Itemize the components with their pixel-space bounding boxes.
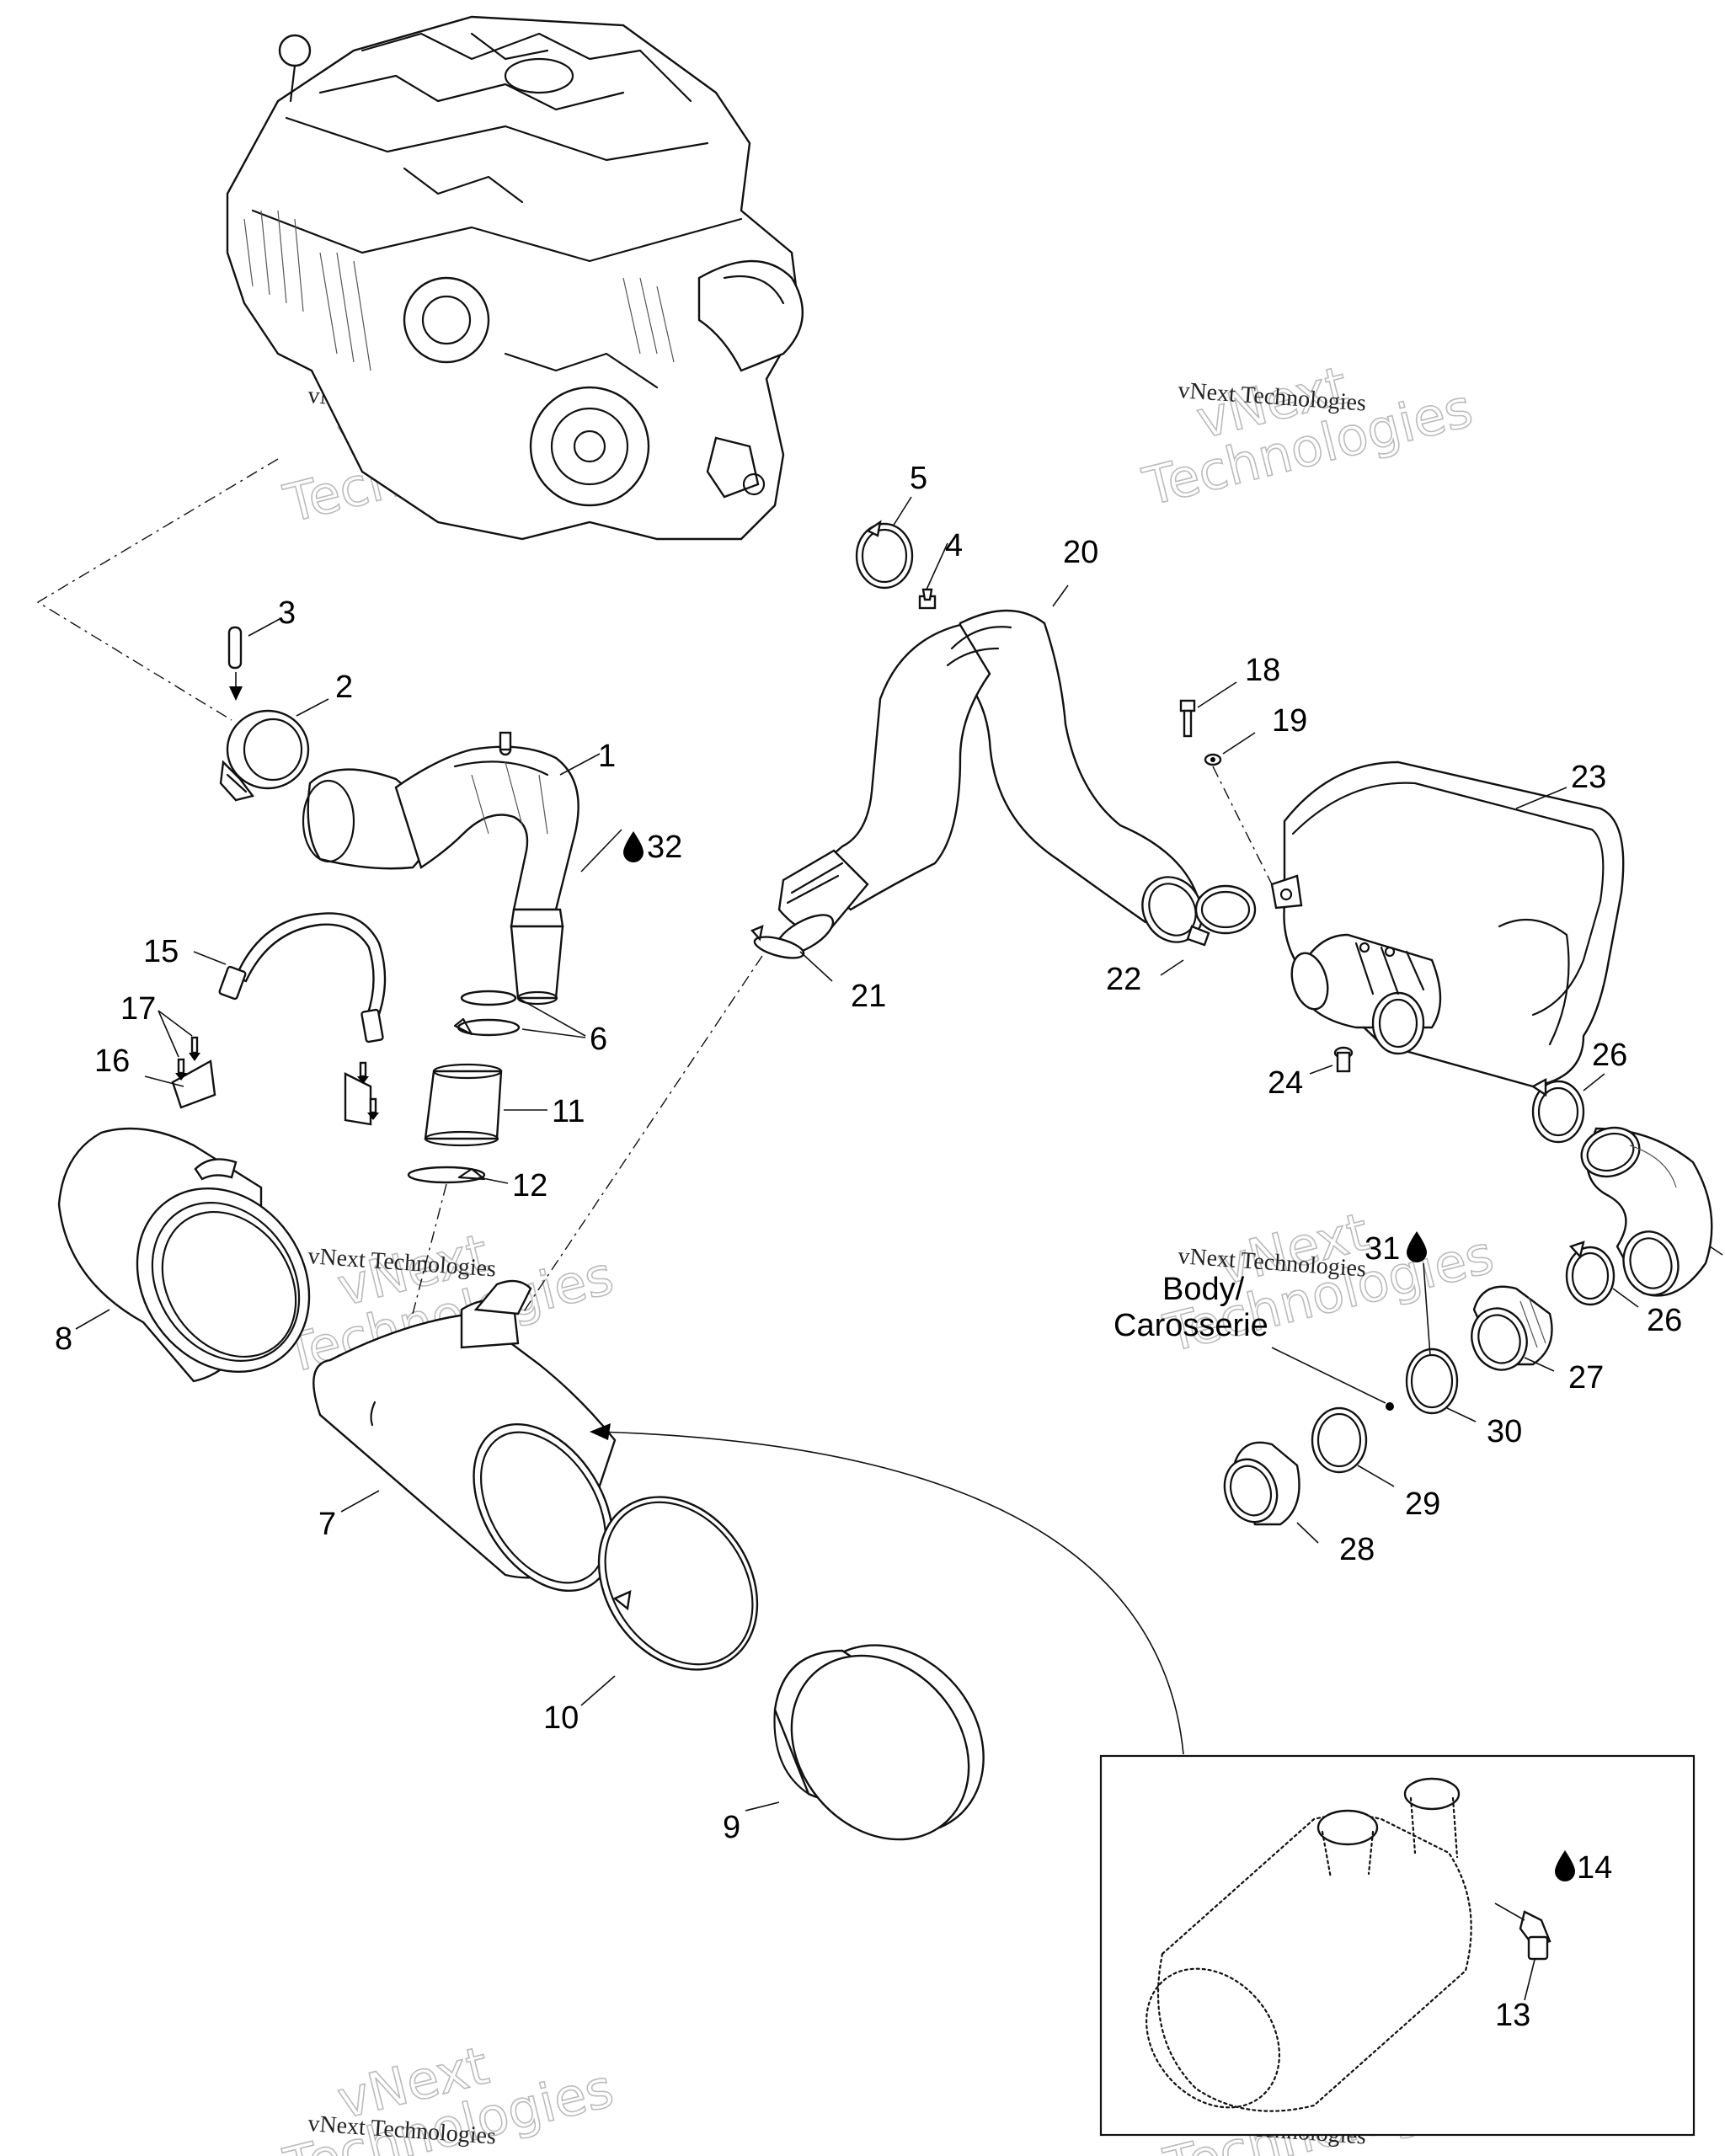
callout-20: 20 bbox=[1063, 535, 1098, 570]
part-23-muffler-box bbox=[1270, 760, 1625, 1088]
callout-14-group: 14 bbox=[1555, 1850, 1612, 1886]
part-2-clamp bbox=[219, 709, 310, 802]
clamp-connection-line bbox=[412, 1183, 447, 1315]
callout-19: 19 bbox=[1272, 703, 1307, 739]
part-27-fitting bbox=[1471, 1285, 1553, 1371]
callout-16: 16 bbox=[94, 1043, 130, 1079]
callout-21: 21 bbox=[851, 979, 886, 1014]
callout-1: 1 bbox=[598, 739, 616, 774]
exhaust-elbow bbox=[1580, 1126, 1713, 1297]
callout-5: 5 bbox=[910, 461, 927, 496]
callout-31-group: 31 bbox=[1365, 1231, 1427, 1267]
part-4-nut bbox=[918, 588, 937, 610]
callout-labels: 1 2 3 4 5 6 7 8 9 10 11 12 13 14 15 16 1… bbox=[55, 461, 1682, 2033]
part-19-washer bbox=[1204, 753, 1222, 766]
callout-9: 9 bbox=[723, 1810, 740, 1845]
callout-26-upper: 26 bbox=[1592, 1038, 1627, 1073]
part-16-brackets bbox=[171, 1059, 372, 1126]
part-1-exhaust-pipe bbox=[302, 731, 579, 1006]
callout-30: 30 bbox=[1487, 1414, 1522, 1449]
drop-icon bbox=[623, 831, 644, 862]
part-18-bolt bbox=[1179, 699, 1196, 738]
leader-lines bbox=[75, 496, 1639, 2001]
callout-8: 8 bbox=[55, 1321, 72, 1357]
part-9-end-cap bbox=[773, 1644, 985, 1841]
callout-14: 14 bbox=[1577, 1850, 1612, 1886]
part-7-muffler bbox=[312, 1279, 617, 1593]
engine-connection-line bbox=[36, 458, 279, 721]
part-15-strap bbox=[218, 912, 387, 1043]
callout-23: 23 bbox=[1571, 760, 1606, 795]
callout-11: 11 bbox=[552, 1094, 585, 1129]
callout-31: 31 bbox=[1365, 1231, 1400, 1267]
part-22-clamp bbox=[1186, 884, 1257, 947]
drop-icon bbox=[1407, 1231, 1427, 1262]
part-30-gasket bbox=[1405, 1348, 1459, 1415]
part-26-clamp-lower bbox=[1565, 1241, 1616, 1306]
callout-32: 32 bbox=[647, 830, 682, 865]
callout-17: 17 bbox=[120, 991, 156, 1027]
part-10-band bbox=[597, 1496, 759, 1671]
callout-15: 15 bbox=[143, 934, 179, 969]
arrow-head bbox=[590, 1423, 611, 1440]
part-8-heat-shield bbox=[57, 1127, 311, 1383]
body-mount-point bbox=[1386, 1402, 1394, 1411]
body-label-line1: Body/ bbox=[1162, 1272, 1245, 1307]
callout-2: 2 bbox=[335, 670, 353, 705]
part-24-plug bbox=[1333, 1046, 1354, 1073]
tailpipe-connection-line bbox=[521, 955, 763, 1315]
part-11-sleeve bbox=[424, 1063, 503, 1147]
callout-27: 27 bbox=[1568, 1360, 1604, 1396]
body-label-line2: Carosserie bbox=[1114, 1308, 1268, 1343]
callout-22: 22 bbox=[1106, 962, 1141, 997]
part-28-nut bbox=[1223, 1441, 1300, 1526]
drop-icon bbox=[1555, 1850, 1575, 1881]
part-17-screws bbox=[175, 1036, 379, 1120]
callout-10: 10 bbox=[543, 1700, 579, 1736]
callout-12: 12 bbox=[512, 1168, 547, 1203]
callout-7: 7 bbox=[318, 1507, 336, 1542]
detail-reference-arrow bbox=[597, 1431, 1184, 1755]
part-6-clamps bbox=[453, 990, 521, 1037]
callout-18: 18 bbox=[1245, 653, 1280, 688]
part-26-clamp-upper bbox=[1530, 1078, 1585, 1144]
callout-28: 28 bbox=[1339, 1532, 1375, 1567]
part-29-gasket bbox=[1311, 1406, 1368, 1474]
part-5-clamp bbox=[855, 520, 914, 590]
callout-29: 29 bbox=[1405, 1486, 1440, 1522]
elbow-leader bbox=[1709, 1246, 1723, 1256]
callout-24: 24 bbox=[1268, 1065, 1303, 1101]
callout-32-group: 32 bbox=[623, 830, 682, 865]
engine-assembly bbox=[226, 15, 804, 541]
callout-13: 13 bbox=[1495, 1998, 1530, 2033]
detail-box bbox=[1099, 1754, 1696, 2137]
callout-26-lower: 26 bbox=[1647, 1303, 1682, 1338]
part-3-pin bbox=[227, 626, 243, 701]
callout-3: 3 bbox=[278, 595, 296, 631]
callout-4: 4 bbox=[945, 528, 963, 563]
part-20-tailpipe bbox=[774, 609, 1204, 956]
callout-6: 6 bbox=[590, 1022, 607, 1057]
part-12-clamp bbox=[407, 1166, 486, 1184]
